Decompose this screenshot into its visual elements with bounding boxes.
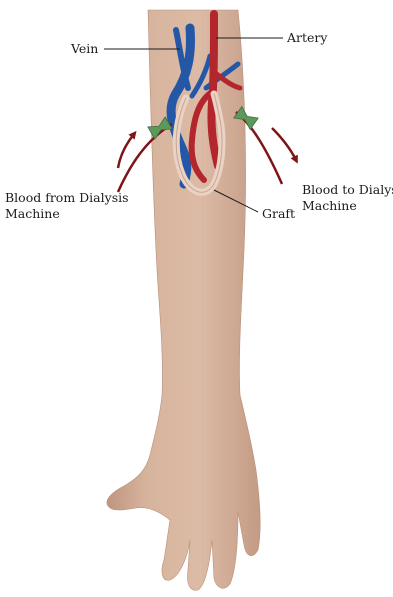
- inflow-arrow: [118, 134, 134, 168]
- graft-label: Graft: [262, 206, 295, 222]
- blood-from-dialysis-line-1: Blood from Dialysis: [5, 190, 129, 206]
- blood-from-dialysis-label: Blood from Dialysis Machine: [5, 190, 129, 222]
- outflow-arrow: [272, 128, 296, 160]
- vein-label: Vein: [71, 41, 98, 57]
- blood-from-dialysis-line-2: Machine: [5, 206, 129, 222]
- blood-to-dialysis-label: Blood to Dialysis Machine: [302, 182, 393, 214]
- artery-label: Artery: [287, 30, 327, 46]
- blood-to-dialysis-line-2: Machine: [302, 198, 393, 214]
- blood-to-dialysis-line-1: Blood to Dialysis: [302, 182, 393, 198]
